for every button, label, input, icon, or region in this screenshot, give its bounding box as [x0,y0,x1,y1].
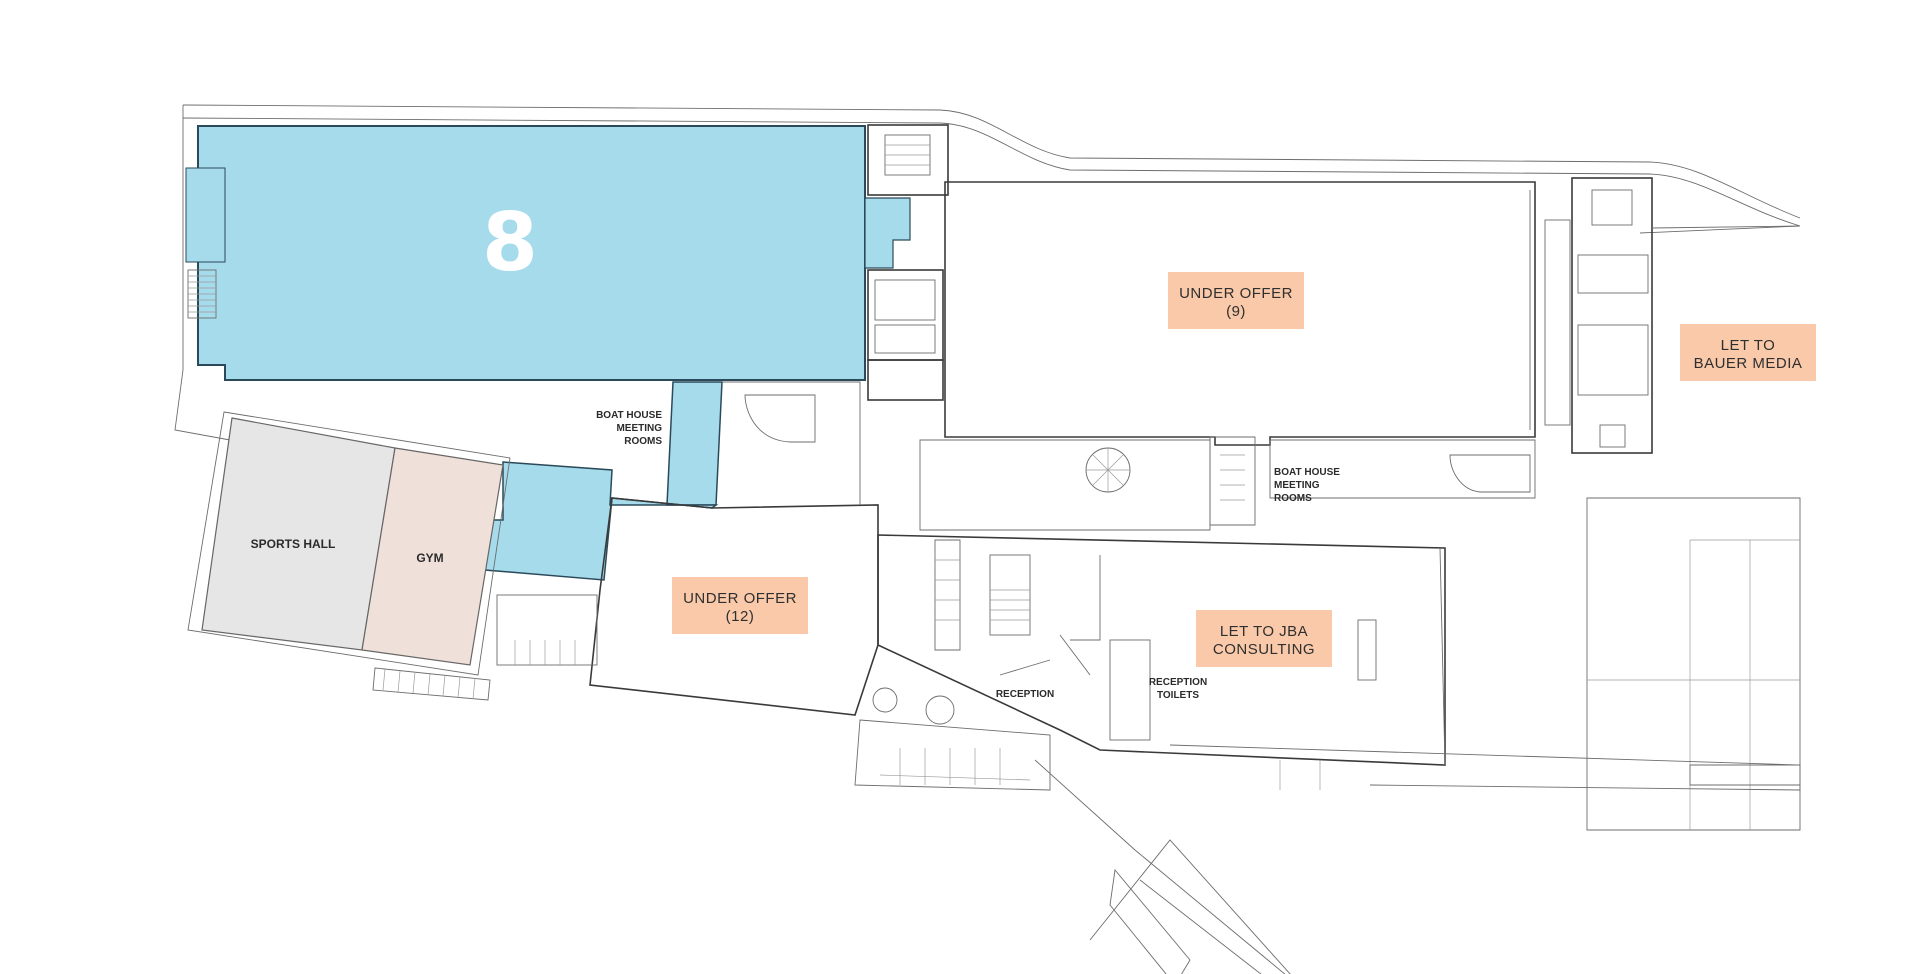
boat-house-right-line3: ROOMS [1274,493,1312,504]
boat-house-right-line1: BOAT HOUSE [1274,467,1340,478]
tag-let-to-jba-consulting-line2: CONSULTING [1213,641,1315,658]
tag-let-to-bauer-media-line2: BAUER MEDIA [1694,355,1803,372]
unit-8-boat-house-rooms[interactable] [666,381,723,506]
unit-8-main-floor[interactable] [197,125,866,381]
boat-house-left-line3: ROOMS [624,436,662,447]
label-boat-house-right: BOAT HOUSE MEETING ROOMS [1274,467,1340,504]
tag-under-offer-9[interactable]: UNDER OFFER (9) [1168,272,1304,329]
tag-under-offer-12-line2: (12) [726,608,755,625]
core-north-1 [867,124,949,401]
tag-under-offer-12[interactable]: UNDER OFFER (12) [672,577,808,634]
reception-toilets-label-line1: RECEPTION [1149,677,1207,688]
bauer-media-area[interactable] [1586,225,1801,831]
tag-let-to-jba-consulting-line1: LET TO JBA [1220,623,1308,640]
tag-under-offer-9-line2: (9) [1226,303,1246,320]
boat-house-right-line2: MEETING [1274,480,1320,491]
reception-area [872,534,1446,766]
unit-8[interactable]: 8 [185,125,911,581]
sports-hall[interactable]: SPORTS HALL [201,417,396,651]
tag-let-to-bauer-media[interactable]: LET TO BAUER MEDIA [1680,324,1816,381]
boat-house-left-line2: MEETING [616,423,662,434]
unit-8-stair-west [187,269,217,319]
tag-under-offer-12-line1: UNDER OFFER [683,590,797,607]
external-stair [1034,759,1291,974]
atrium [722,381,1536,531]
boat-house-left-line1: BOAT HOUSE [596,410,662,421]
label-boat-house-left: BOAT HOUSE MEETING ROOMS [596,410,662,447]
unit-8-core [864,197,911,269]
core-east [1544,177,1653,454]
sports-hall-label: SPORTS HALL [251,537,336,551]
tag-let-to-bauer-media-line1: LET TO [1721,337,1776,354]
unit-number: 8 [482,196,538,289]
unit-8-west-strip [185,167,226,263]
unit-12[interactable] [496,497,879,716]
sports-hall-outline [187,411,511,701]
building-outline [174,104,1801,441]
tag-under-offer-9-line1: UNDER OFFER [1179,285,1293,302]
gym[interactable]: GYM [361,447,504,666]
reception-toilets-label-line2: TOILETS [1157,690,1199,701]
south-facade [854,719,1801,791]
reception-label: RECEPTION [996,689,1054,700]
tag-let-to-jba-consulting[interactable]: LET TO JBA CONSULTING [1196,610,1332,667]
gym-label: GYM [416,551,443,565]
